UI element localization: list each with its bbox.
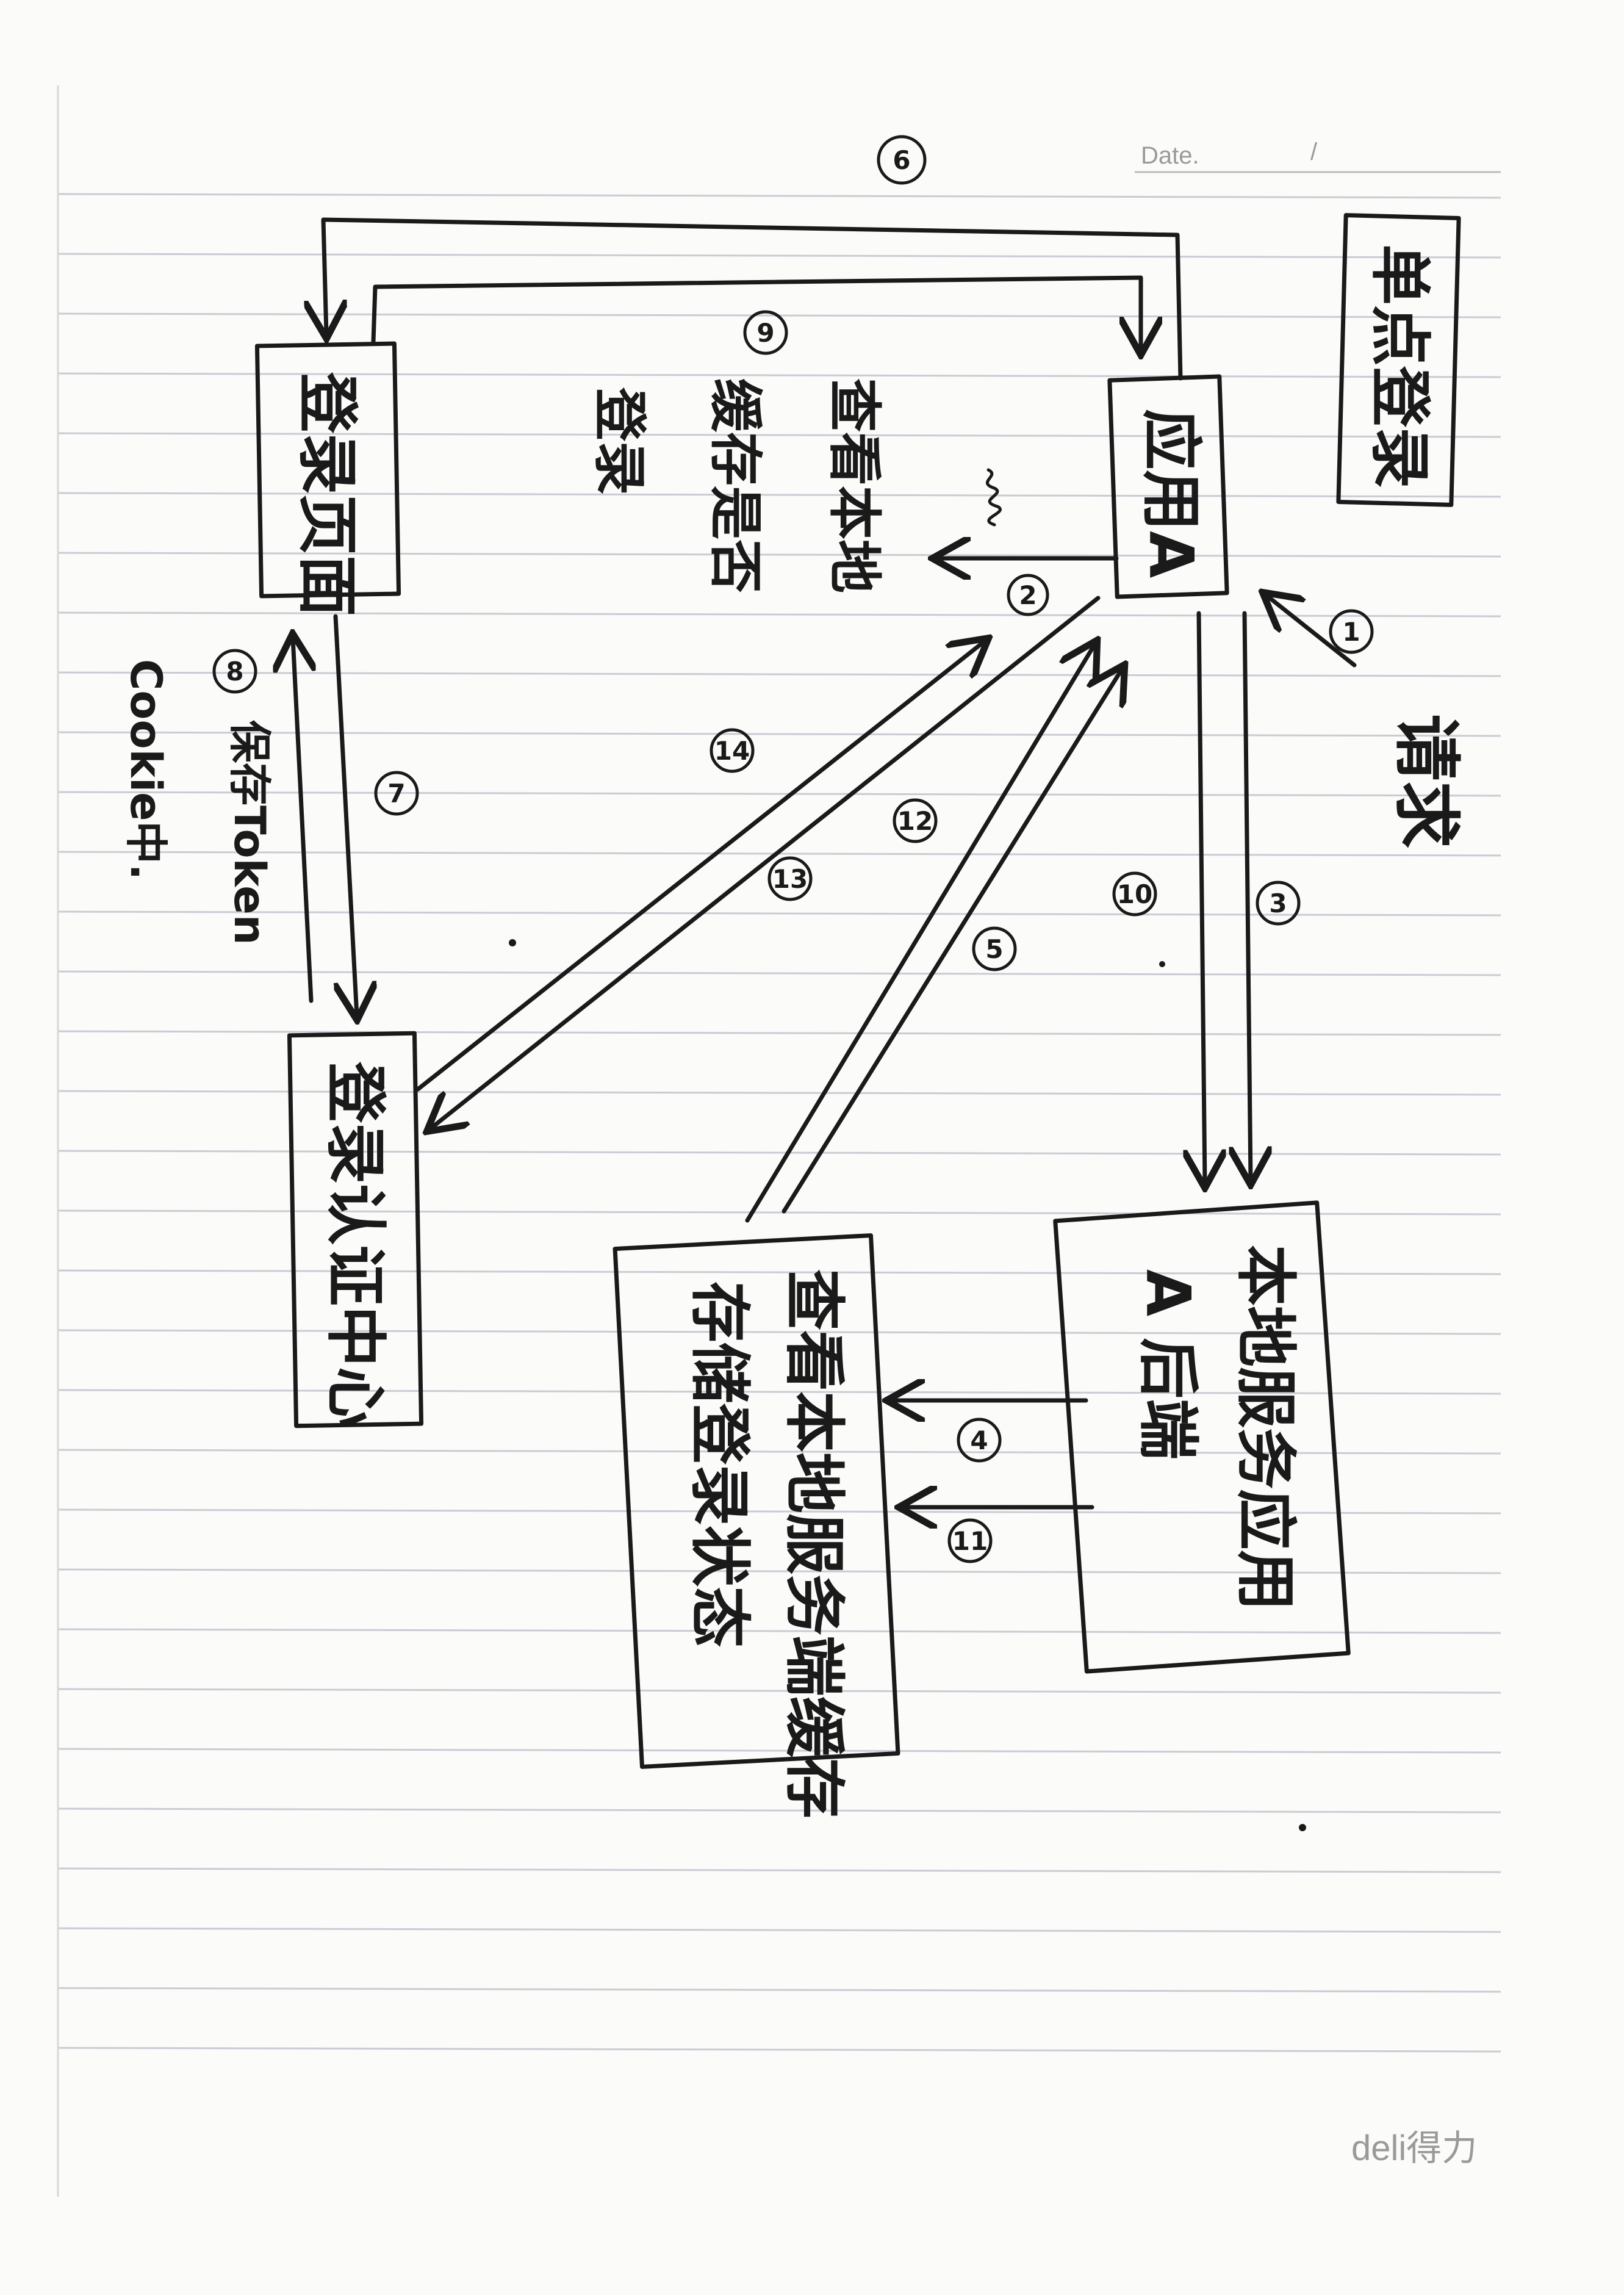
step-10-marker: 10 <box>1112 871 1157 917</box>
brand-logo: deli得力 <box>1351 2128 1477 2168</box>
svg-text:查看本地: 查看本地 <box>823 378 886 593</box>
arrow-14 <box>415 641 985 1092</box>
ruled-line <box>57 1269 1501 1275</box>
arrow-13 <box>430 596 1101 1129</box>
svg-text:登录: 登录 <box>588 387 651 495</box>
ruled-line <box>57 1867 1501 1873</box>
ruled-line <box>57 1030 1501 1036</box>
arrow-8 <box>293 638 311 1003</box>
ruled-line <box>57 1209 1501 1216</box>
ruled-line <box>57 791 1501 797</box>
app-a-label: 应用A <box>1135 409 1207 578</box>
scribble-mark <box>985 468 1002 527</box>
login-page-label: 登录页面 <box>292 372 363 616</box>
local-service-line1: 本地服务应用 <box>1230 1245 1301 1611</box>
title-box: 单点登录 <box>1336 213 1461 507</box>
stray-dot <box>1159 961 1165 967</box>
local-service-box: 本地服务应用 A 后端 <box>1053 1200 1351 1674</box>
svg-text:11: 11 <box>952 1526 988 1556</box>
stray-dot <box>509 939 516 946</box>
title-text: 单点登录 <box>1364 244 1435 488</box>
ruled-line <box>57 1927 1501 1933</box>
step-6-marker: 6 <box>877 135 927 185</box>
arrow-5 <box>371 275 1141 351</box>
svg-text:14: 14 <box>714 736 750 766</box>
svg-text:12: 12 <box>897 806 933 836</box>
arrow-6 <box>323 217 1183 381</box>
step-3-marker: 3 <box>1256 881 1301 926</box>
step-7-marker: 7 <box>374 771 419 816</box>
ruled-line <box>57 253 1501 259</box>
svg-text:5: 5 <box>985 934 1003 964</box>
ruled-line <box>57 1628 1501 1634</box>
svg-text:请求: 请求 <box>1387 714 1465 848</box>
step-13-marker: 13 <box>767 856 813 901</box>
auth-center-box: 登录认证中心 <box>287 1031 424 1429</box>
ruled-line <box>57 1568 1501 1574</box>
date-label: Date. <box>1141 142 1199 169</box>
svg-text:8: 8 <box>226 657 243 686</box>
arrow-5-up <box>745 644 1095 1223</box>
arrow-12-up <box>781 668 1123 1214</box>
arrow-3 <box>1245 611 1251 1181</box>
ruled-line <box>57 1987 1501 1993</box>
step-12-marker: 12 <box>893 798 938 843</box>
request-note: 请求 1 <box>1266 595 1465 848</box>
ruled-line <box>57 1329 1501 1335</box>
ruled-line <box>57 1389 1501 1395</box>
svg-text:4: 4 <box>970 1425 988 1455</box>
ruled-line <box>57 492 1501 498</box>
step-14-marker: 14 <box>710 728 755 773</box>
step-5-marker: 9 <box>743 310 788 355</box>
check-local-notes: 查看本地 缓存是否 登录 <box>588 378 1002 593</box>
save-token-note: 保存Token Cookie中. 8 <box>121 649 275 945</box>
ruled-line <box>57 1807 1501 1814</box>
svg-text:13: 13 <box>772 864 808 894</box>
ruled-line <box>57 1508 1501 1515</box>
ruled-line <box>57 970 1501 976</box>
arrow-10 <box>1199 611 1205 1184</box>
ruled-line <box>57 1150 1501 1156</box>
step-5b-marker: 5 <box>972 926 1017 971</box>
ruled-line <box>57 1449 1501 1455</box>
ruled-line <box>57 193 1501 199</box>
step-4-marker: 4 <box>957 1418 1002 1463</box>
svg-text:Cookie中.: Cookie中. <box>121 659 171 880</box>
step-11-marker: 11 <box>947 1518 993 1563</box>
date-separator: / <box>1310 139 1318 165</box>
ruled-line <box>57 432 1501 438</box>
app-a-box: 应用A <box>1107 374 1229 599</box>
svg-text:2: 2 <box>1019 580 1037 610</box>
step-2-marker: 2 <box>1007 574 1049 616</box>
svg-text:1: 1 <box>1342 617 1360 647</box>
arrow-7 <box>333 614 357 1016</box>
svg-text:缓存是否: 缓存是否 <box>704 378 767 593</box>
ruled-line <box>57 1748 1501 1754</box>
local-service-line2: A 后端 <box>1132 1269 1204 1460</box>
svg-text:10: 10 <box>1117 879 1152 909</box>
local-check-line1: 查看本地服务端缓存 <box>778 1269 850 1818</box>
login-page-box: 登录页面 <box>254 341 401 616</box>
ruled-line <box>57 2047 1501 2053</box>
local-check-line2: 存储登录状态 <box>684 1281 755 1648</box>
svg-text:9: 9 <box>756 318 774 348</box>
ruled-line <box>57 611 1501 618</box>
request-arrow <box>1266 595 1357 668</box>
svg-text:3: 3 <box>1269 888 1287 918</box>
ruled-line <box>57 372 1501 378</box>
local-check-box: 查看本地服务端缓存 存储登录状态 <box>613 1233 900 1818</box>
ruled-lines <box>57 193 1501 2053</box>
stray-dot <box>1299 1824 1306 1831</box>
auth-center-label: 登录认证中心 <box>320 1061 391 1428</box>
ruled-line <box>57 671 1501 677</box>
svg-text:6: 6 <box>893 145 910 175</box>
ruled-line <box>57 1688 1501 1694</box>
ruled-line <box>57 552 1501 558</box>
ruled-line <box>57 1090 1501 1096</box>
svg-text:7: 7 <box>387 779 405 809</box>
svg-text:保存Token: 保存Token <box>225 720 275 945</box>
